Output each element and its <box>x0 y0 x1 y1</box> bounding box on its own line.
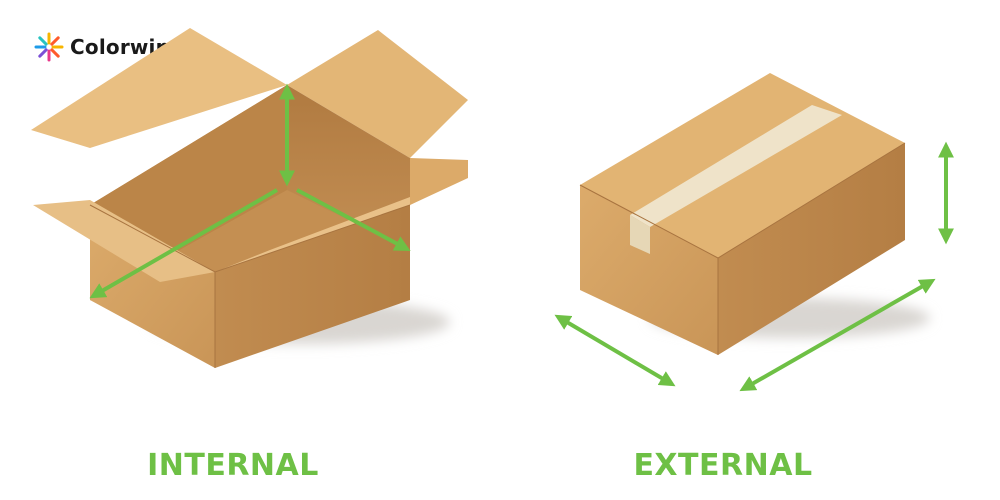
packing-tape <box>630 105 842 227</box>
side-face <box>215 205 410 368</box>
packing-tape-front <box>630 215 650 254</box>
external-label: EXTERNAL <box>633 448 813 483</box>
closed-box <box>554 73 954 392</box>
right-flap <box>410 158 468 205</box>
front-left-flap <box>33 200 215 282</box>
colorwing-logo-icon <box>34 32 64 62</box>
external-length-arrow <box>739 278 936 392</box>
logo-ray <box>50 36 60 46</box>
logo-ray <box>38 36 48 46</box>
front-right-flap <box>215 175 468 272</box>
internal-label: INTERNAL <box>147 448 319 483</box>
closed-box-front <box>580 185 718 355</box>
logo-ray <box>50 48 60 58</box>
back-flap <box>287 30 468 158</box>
open-box <box>31 28 468 368</box>
left-back-flap <box>31 28 287 148</box>
internal-width-arrow <box>296 188 411 252</box>
logo-ray <box>38 48 48 58</box>
external-width-arrow <box>554 314 676 387</box>
internal-length-arrow <box>89 188 278 299</box>
